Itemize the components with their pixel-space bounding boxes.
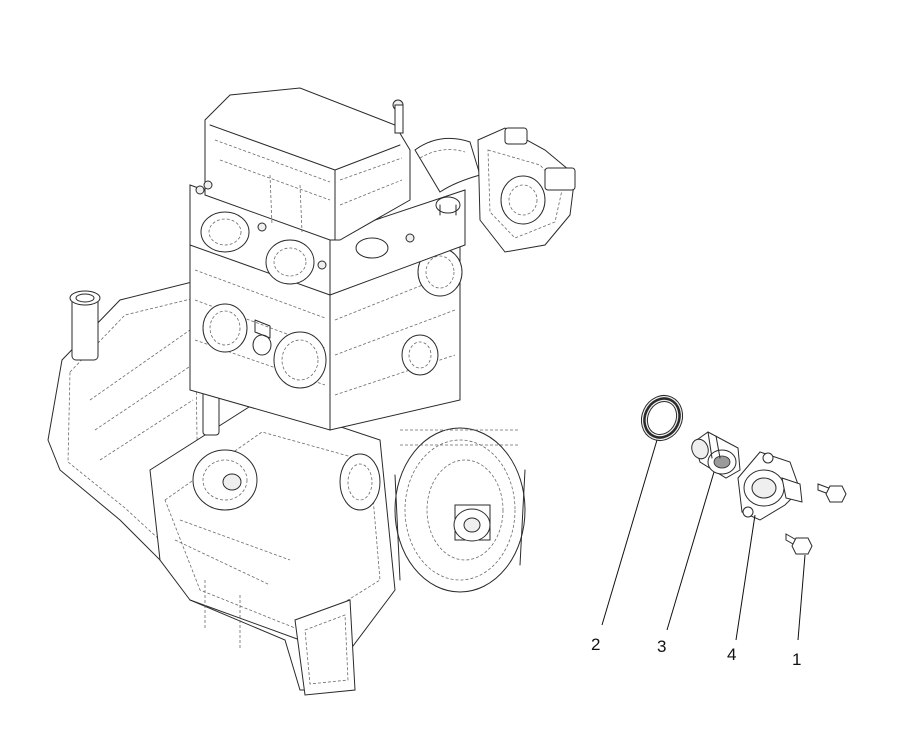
o-ring-part — [640, 395, 684, 441]
callout-1: 1 — [792, 650, 801, 669]
callout-3: 3 — [657, 637, 666, 656]
callout-4: 4 — [727, 645, 736, 664]
leader-line-1 — [797, 554, 806, 641]
flywheel-cover — [394, 427, 526, 593]
bolt-lower-part — [785, 533, 813, 555]
thermostat-part — [691, 431, 741, 479]
engine-assembly — [47, 87, 576, 696]
thermostat-housing-part — [737, 451, 803, 521]
callout-2: 2 — [591, 635, 600, 654]
cylinder-block — [189, 239, 463, 431]
leader-line-4 — [735, 514, 756, 641]
leader-line-2 — [601, 439, 658, 626]
valve-cover — [203, 87, 411, 259]
cylinder-head — [189, 184, 466, 296]
throttle-body — [477, 127, 576, 253]
intake-elbow — [414, 137, 481, 216]
bolt-upper-part — [817, 483, 847, 503]
leader-line-3 — [666, 471, 715, 631]
